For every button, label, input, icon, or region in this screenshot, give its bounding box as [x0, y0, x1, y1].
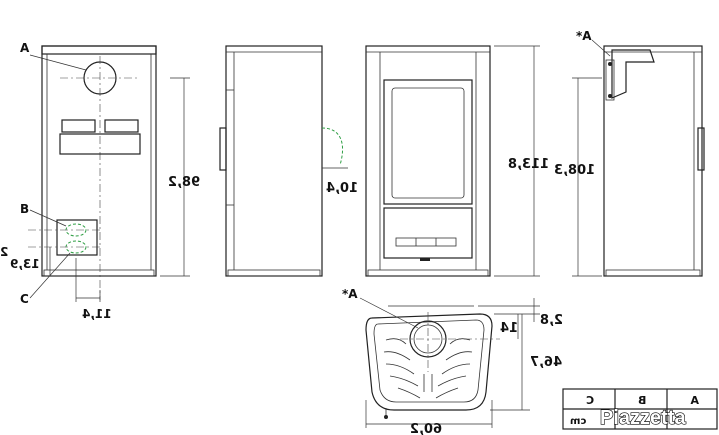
- side-view: 10,4: [219, 45, 358, 277]
- side-outlet-body: [603, 45, 703, 277]
- ash-drawer: [383, 207, 473, 259]
- top-view-foot: [384, 415, 388, 419]
- vent-right: [104, 119, 139, 133]
- grille-slot: [441, 363, 471, 375]
- dim-height-to-outlet: 98,2: [168, 175, 200, 190]
- label-a-leader: [29, 54, 87, 71]
- rear-outlet-flange: [605, 59, 615, 101]
- side-outlet-base: [605, 269, 701, 277]
- dim-total-height: 113,8: [508, 157, 549, 172]
- legend-header-b: B: [638, 394, 646, 407]
- dim-rear-outlet-height: 108,3: [554, 163, 595, 178]
- dim-side-offset-b-partial: 2: [0, 245, 8, 259]
- top-view-inner-outline: [373, 319, 485, 403]
- brand-watermark: Piazzetta: [600, 407, 686, 429]
- grille-slot: [385, 363, 415, 375]
- side-view-base: [227, 269, 321, 277]
- label-a: A: [20, 41, 30, 55]
- grille-slot: [385, 338, 407, 345]
- side-view-body: [225, 45, 323, 277]
- rear-view: A B C 98,2 13,9 2 11,4: [0, 41, 200, 321]
- top-view-outline: [365, 313, 493, 411]
- rear-outlet-pipe: [611, 49, 655, 99]
- door-glass: [391, 87, 465, 199]
- rear-panel: [59, 133, 141, 155]
- front-door: [383, 79, 473, 205]
- grille-slot: [449, 338, 471, 345]
- grille-slot: [389, 375, 419, 387]
- dim-top-offset: 2,8: [540, 313, 563, 328]
- flange-bolt: [608, 62, 612, 66]
- grille-slot: [437, 375, 467, 387]
- label-a-star-top-leader: [359, 297, 419, 329]
- front-view-base: [367, 269, 489, 277]
- label-b: B: [20, 202, 29, 216]
- grille-slot: [445, 351, 473, 361]
- legend-unit: cm: [570, 416, 586, 427]
- top-grille: [383, 338, 473, 399]
- grille-slot: [397, 387, 421, 399]
- label-a-star-side: *A: [576, 29, 592, 43]
- side-view-handle: [219, 127, 227, 171]
- side-outlet-handle: [697, 127, 705, 171]
- front-view: 113,8: [365, 45, 549, 277]
- door-swing-arc: [321, 127, 344, 166]
- flange-bolt: [608, 94, 612, 98]
- legend-table: C B A cm Piazzetta: [562, 388, 718, 430]
- label-c: C: [20, 292, 29, 306]
- label-a-star-top: *A: [342, 287, 358, 301]
- legend-header-c: C: [586, 394, 594, 407]
- dim-depth: 46,7: [530, 355, 562, 370]
- top-view: *A 2,8 14 46,7 60,2: [342, 287, 563, 435]
- dim-width: 60,2: [410, 422, 442, 435]
- dim-side-offset-b: 13,9: [10, 257, 40, 271]
- front-badge: [420, 258, 430, 261]
- dim-side-offset-c: 11,4: [82, 307, 112, 321]
- rear-view-top-plate: [41, 45, 157, 55]
- dim-outlet-offset: 14: [500, 321, 518, 336]
- connection-box: [56, 219, 98, 256]
- legend-header-a: A: [690, 394, 699, 407]
- rear-view-base: [43, 269, 155, 277]
- rear-view-body: [41, 45, 157, 277]
- label-b-leader: [29, 209, 67, 227]
- grille-slot: [435, 387, 459, 399]
- drawer-vents: [395, 237, 457, 247]
- dim-door-offset: 10,4: [326, 181, 358, 196]
- grille-slot: [383, 351, 411, 361]
- label-a-star-side-leader: [591, 39, 611, 57]
- vent-left: [61, 119, 96, 133]
- side-outlet-view: *A 108,3: [554, 29, 705, 277]
